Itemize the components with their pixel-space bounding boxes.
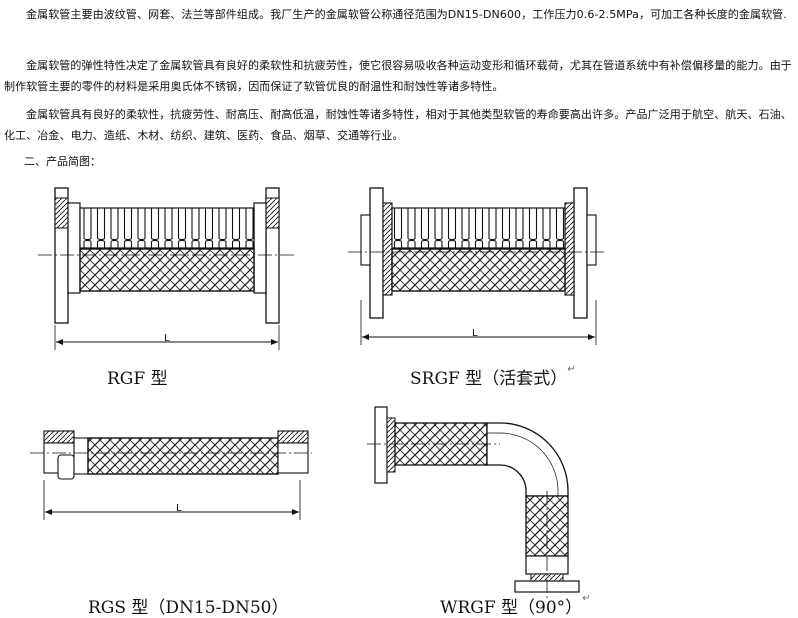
- paragraph-mark: ↵: [567, 364, 576, 375]
- rgs-braid: [87, 437, 279, 475]
- rgs-diagram: L: [30, 430, 312, 520]
- rgf-dimension-label: L: [164, 333, 170, 344]
- intro-paragraph-3: 金属软管具有良好的柔软性，抗疲劳性、耐高压、耐高低温，耐蚀性等诸多特性，相对于其…: [4, 108, 792, 142]
- srgf-right-flange: [573, 187, 588, 319]
- srgf-braid: [391, 248, 566, 292]
- rgs-dimension-label: L: [176, 503, 182, 514]
- rgs-left-fitting: [43, 430, 75, 444]
- intro-paragraph-1: 金属软管主要由波纹管、网套、法兰等部件组成。我厂生产的金属软管公称通径范围为DN…: [26, 8, 787, 21]
- rgf-diagram: L: [38, 187, 296, 350]
- wrgf-top-flange: [374, 406, 388, 484]
- caption-rgs: RGS 型（DN15-DN50）: [88, 598, 289, 618]
- rgf-bellows: [79, 207, 255, 249]
- srgf-bellows: [391, 207, 566, 249]
- caption-wrgf: WRGF 型（90°）↵: [440, 593, 591, 618]
- rgs-right-fitting: [277, 430, 309, 444]
- caption-srgf-text: SRGF 型（活套式）: [410, 369, 568, 389]
- wrgf-diagram: [367, 406, 580, 600]
- caption-rgf: RGF 型: [107, 369, 168, 389]
- caption-wrgf-text: WRGF 型（90°）: [440, 598, 583, 618]
- caption-srgf: SRGF 型（活套式）↵: [410, 364, 576, 389]
- srgf-dimension-label: L: [472, 328, 478, 339]
- section-title: 二、产品简图：: [24, 155, 101, 168]
- srgf-diagram: L: [348, 187, 604, 345]
- wrgf-elbow: [486, 422, 569, 497]
- intro-paragraph-2: 金属软管的弹性特性决定了金属软管具有良好的柔软性和抗疲劳性，使它很容易吸收各种运…: [4, 59, 792, 93]
- rgf-braid: [79, 248, 255, 292]
- srgf-left-flange: [369, 187, 384, 319]
- paragraph-mark: ↵: [582, 593, 591, 604]
